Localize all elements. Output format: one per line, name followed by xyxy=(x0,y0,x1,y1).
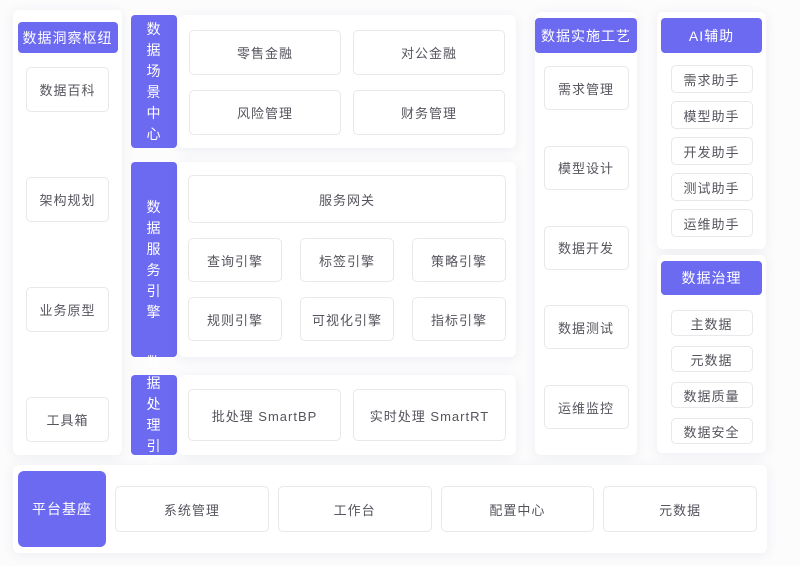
box-model-design: 模型设计 xyxy=(543,145,629,190)
panel-data-implementation-process: 数据实施工艺 需求管理 模型设计 数据开发 数据测试 运维监控 xyxy=(535,12,637,455)
panel-title-data-insight-hub: 数据洞察枢纽 xyxy=(17,22,118,53)
box-realtime-processing-smartrt: 实时处理 SmartRT xyxy=(353,389,506,441)
box-finance-management: 财务管理 xyxy=(353,90,505,135)
panel-platform-base: 平台基座 系统管理 工作台 配置中心 元数据 xyxy=(13,465,767,553)
panel-data-scene-center: 零售金融 对公金融 风险管理 财务管理 xyxy=(178,15,516,148)
insight-hub-list: 数据百科 架构规划 业务原型 工具箱 xyxy=(13,53,122,455)
group-label-data-service-engine: 数据服务引擎 xyxy=(131,162,177,357)
group-label-data-scene-center: 数据场景中心 xyxy=(131,15,177,148)
box-requirement-management: 需求管理 xyxy=(543,66,629,110)
box-ops-assistant: 运维助手 xyxy=(670,209,753,237)
engine-stack: 数据场景中心 零售金融 对公金融 风险管理 财务管理 数据服务引擎 服务网关 查… xyxy=(131,15,516,475)
panel-ai-assist: AI辅助 需求助手 模型助手 开发助手 测试助手 运维助手 xyxy=(657,12,766,249)
box-business-prototype: 业务原型 xyxy=(26,287,109,332)
implementation-list: 需求管理 模型设计 数据开发 数据测试 运维监控 xyxy=(535,53,637,442)
box-platform-metadata: 元数据 xyxy=(603,486,757,532)
box-rule-engine: 规则引擎 xyxy=(188,297,282,341)
panel-title-ai-assist: AI辅助 xyxy=(661,18,762,53)
box-tag-engine: 标签引擎 xyxy=(300,238,394,282)
scene-grid: 零售金融 对公金融 风险管理 财务管理 xyxy=(189,30,505,135)
box-corporate-finance: 对公金融 xyxy=(353,30,505,75)
box-risk-management: 风险管理 xyxy=(189,90,341,135)
box-metric-engine: 指标引擎 xyxy=(412,297,506,341)
governance-list: 主数据 元数据 数据质量 数据安全 xyxy=(657,310,766,444)
group-label-data-processing-engine: 数据处理引擎 xyxy=(131,354,177,475)
box-visualization-engine: 可视化引擎 xyxy=(300,297,394,341)
box-ops-monitoring: 运维监控 xyxy=(543,385,629,429)
box-model-assistant: 模型助手 xyxy=(670,101,753,129)
box-data-security: 数据安全 xyxy=(670,418,753,444)
service-engine-grid: 查询引擎 标签引擎 策略引擎 规则引擎 可视化引擎 指标引擎 xyxy=(188,238,506,341)
box-retail-finance: 零售金融 xyxy=(189,30,341,75)
panel-data-insight-hub: 数据洞察枢纽 数据百科 架构规划 业务原型 工具箱 xyxy=(13,10,122,455)
box-service-gateway: 服务网关 xyxy=(188,175,506,223)
box-query-engine: 查询引擎 xyxy=(188,238,282,282)
panel-data-processing-engine: 批处理 SmartBP 实时处理 SmartRT xyxy=(178,375,516,455)
box-batch-processing-smartbp: 批处理 SmartBP xyxy=(188,389,341,441)
box-toolbox: 工具箱 xyxy=(26,397,109,442)
box-dev-assistant: 开发助手 xyxy=(670,137,753,165)
box-strategy-engine: 策略引擎 xyxy=(412,238,506,282)
box-data-testing: 数据测试 xyxy=(543,305,629,350)
box-data-encyclopedia: 数据百科 xyxy=(26,67,109,112)
box-architecture-planning: 架构规划 xyxy=(26,177,109,222)
panel-title-data-implementation-process: 数据实施工艺 xyxy=(535,18,637,53)
box-workbench: 工作台 xyxy=(277,486,432,532)
box-master-data: 主数据 xyxy=(670,310,753,336)
box-test-assistant: 测试助手 xyxy=(670,173,753,201)
section-data-processing-engine: 数据处理引擎 批处理 SmartBP 实时处理 SmartRT xyxy=(131,354,516,475)
box-config-center: 配置中心 xyxy=(440,486,595,532)
box-metadata: 元数据 xyxy=(670,346,753,372)
box-data-quality: 数据质量 xyxy=(670,382,753,408)
panel-title-data-governance: 数据治理 xyxy=(661,261,762,295)
panel-data-service-engine: 服务网关 查询引擎 标签引擎 策略引擎 规则引擎 可视化引擎 指标引擎 xyxy=(178,162,516,357)
panel-data-governance: 数据治理 主数据 元数据 数据质量 数据安全 xyxy=(657,255,766,453)
section-data-scene-center: 数据场景中心 零售金融 对公金融 风险管理 财务管理 xyxy=(131,15,516,148)
box-data-development: 数据开发 xyxy=(543,225,629,270)
section-data-service-engine: 数据服务引擎 服务网关 查询引擎 标签引擎 策略引擎 规则引擎 可视化引擎 指标… xyxy=(131,162,516,357)
box-requirement-assistant: 需求助手 xyxy=(670,65,753,93)
box-system-management: 系统管理 xyxy=(115,486,269,532)
group-label-platform-base: 平台基座 xyxy=(18,471,106,547)
ai-assist-list: 需求助手 模型助手 开发助手 测试助手 运维助手 xyxy=(657,65,766,237)
processing-grid: 批处理 SmartBP 实时处理 SmartRT xyxy=(188,389,506,441)
